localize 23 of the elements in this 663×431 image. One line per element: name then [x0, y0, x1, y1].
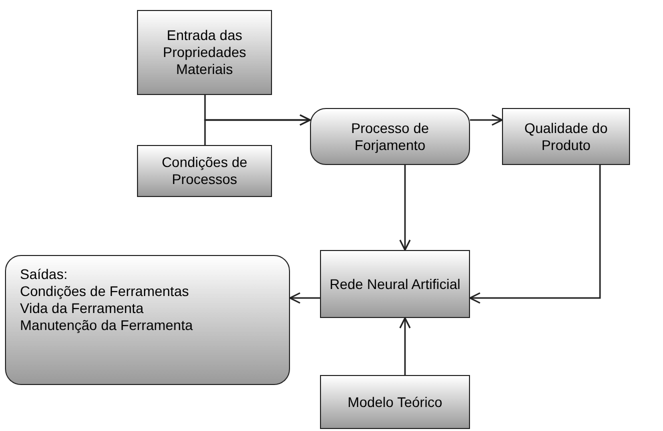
process-box [137, 145, 272, 197]
arrow [469, 165, 601, 304]
arrow [470, 114, 503, 126]
box-text: Saídas: [20, 266, 68, 283]
process-box [320, 250, 470, 318]
rounded-process-box [5, 255, 290, 385]
rounded-process-box [310, 108, 470, 165]
box-text: Vida da Ferramenta [20, 300, 144, 317]
arrow [399, 165, 411, 251]
box-text: Condições de Processos [160, 154, 248, 188]
box-text: Modelo Teórico [348, 394, 442, 410]
arrow [399, 317, 411, 375]
box-text: Rede Neural Artificial [330, 276, 460, 292]
box-text: Processo de Forjamento [350, 120, 430, 154]
box-text: Qualidade do Produto [523, 120, 609, 154]
process-box [137, 10, 272, 95]
box-text: Entrada das Propriedades Materiais [162, 27, 248, 78]
arrow [204, 114, 311, 145]
box-text: Manutenção da Ferramenta [20, 317, 193, 334]
arrow [289, 292, 320, 304]
process-box [320, 375, 470, 429]
process-box [502, 108, 630, 165]
box-text: Condições de Ferramentas [20, 283, 189, 300]
